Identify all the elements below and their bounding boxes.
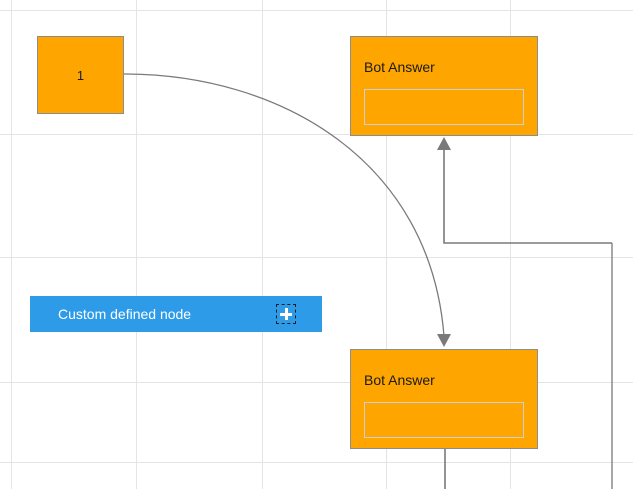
node-bot-answer-bottom-slot[interactable] xyxy=(364,402,524,438)
connector-orthogonal[interactable] xyxy=(443,150,612,244)
node-1[interactable]: 1 xyxy=(37,36,124,114)
custom-defined-node-label: Custom defined node xyxy=(58,306,192,322)
plus-icon[interactable] xyxy=(276,304,296,324)
node-bot-answer-top-title: Bot Answer xyxy=(364,59,435,75)
custom-defined-node-bar[interactable]: Custom defined node xyxy=(30,296,322,332)
connector-curved-arrowhead xyxy=(437,334,451,347)
node-bot-answer-top[interactable]: Bot Answer xyxy=(350,36,538,136)
node-bot-answer-bottom[interactable]: Bot Answer xyxy=(350,349,538,449)
connector-curved[interactable] xyxy=(123,73,445,337)
node-1-label: 1 xyxy=(76,67,85,83)
connector-orthogonal-arrowhead xyxy=(437,137,451,150)
node-bot-answer-top-slot[interactable] xyxy=(364,89,524,125)
node-bot-answer-bottom-title: Bot Answer xyxy=(364,372,435,388)
